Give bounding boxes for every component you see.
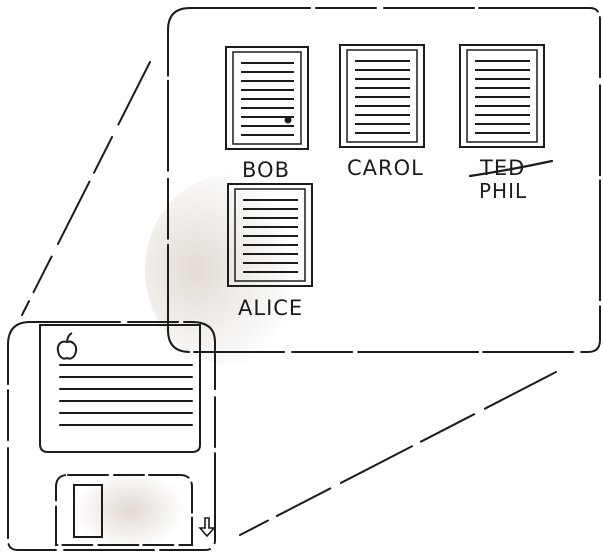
- document-label-bob[interactable]: BOB: [242, 160, 290, 181]
- down-arrow-icon: [200, 518, 214, 536]
- zoom-line-upper: [22, 62, 150, 315]
- document-label-ted[interactable]: TED: [480, 158, 525, 179]
- document-icon-bob: [226, 47, 308, 149]
- zoom-line-lower: [240, 372, 556, 535]
- document-label-carol[interactable]: CAROL: [347, 158, 424, 179]
- document-label-alice[interactable]: ALICE: [238, 298, 303, 319]
- document-label-phil: PHIL: [479, 181, 527, 201]
- apple-icon: [58, 333, 76, 359]
- floppy-label-lines: [60, 365, 192, 425]
- document-icon-ted: [460, 45, 544, 147]
- document-icon-carol: [340, 45, 424, 147]
